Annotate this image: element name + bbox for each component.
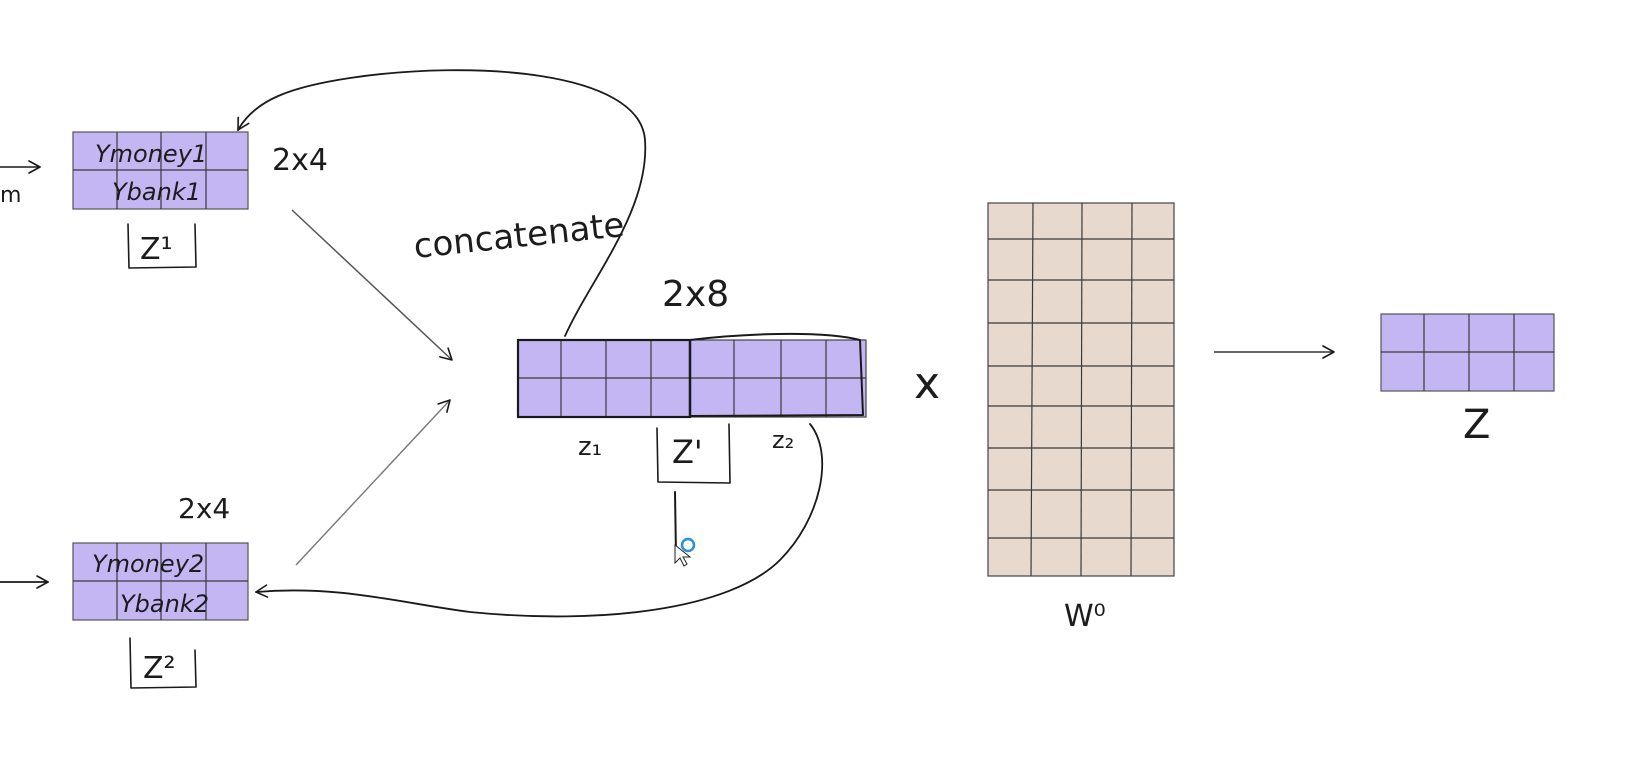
- matrix-output-z: [1380, 313, 1555, 392]
- z1-bracket: [127, 223, 197, 269]
- mouse-pointer-icon: [674, 543, 692, 567]
- matrix-z1: Ymoney1 Ybank1: [72, 131, 249, 210]
- arrow-z1-to-concat: [291, 209, 453, 361]
- cursor-ring-icon: [680, 537, 696, 553]
- w0-label: W⁰: [1064, 599, 1106, 634]
- concat-mid-bracket: [656, 423, 731, 484]
- z1-label: Z¹: [140, 232, 173, 267]
- concatenate-annotation: concatenate: [412, 205, 626, 267]
- z2-bracket: [129, 637, 197, 689]
- z1-row1-text: Ymoney1: [95, 140, 207, 168]
- return-loop-arrow: [255, 423, 824, 618]
- z2-row1-text: Ymoney2: [92, 550, 204, 578]
- matrix-z2: Ymoney2 Ybank2: [72, 542, 249, 621]
- arrow-z2-to-concat: [295, 399, 451, 566]
- matrix-concat-2x8: [516, 332, 867, 419]
- z2-row2-text: Ybank2: [120, 590, 209, 618]
- z2-size-label: 2x4: [178, 492, 230, 525]
- z2-label: Z²: [143, 651, 176, 686]
- concat-sub-label-zprime: Z': [672, 433, 703, 471]
- concat-size-label: 2x8: [662, 274, 729, 315]
- z1-size-label: 2x4: [272, 143, 328, 178]
- z1-row2-text: Ybank1: [112, 178, 201, 206]
- left-stub-text: m: [0, 183, 21, 208]
- output-label: Z: [1463, 402, 1490, 448]
- concat-sub-label-z1: z₁: [578, 432, 602, 462]
- concat-sub-label-z2: z₂: [772, 426, 794, 454]
- matrix-w0: [987, 202, 1175, 577]
- concatenate-loop-arrow: [237, 69, 647, 337]
- multiply-operator: x: [914, 358, 940, 409]
